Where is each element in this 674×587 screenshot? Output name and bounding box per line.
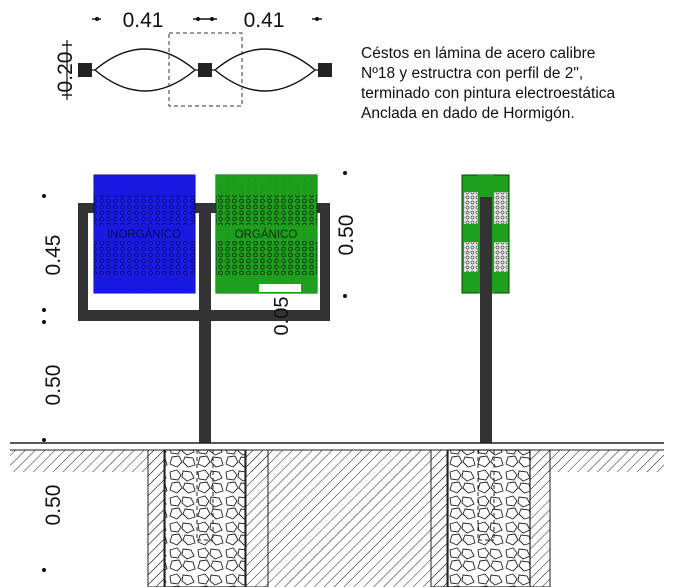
dim-top-width-right: 0.41 [244, 9, 285, 32]
frame-left-post [78, 203, 88, 321]
plan-bin-left [93, 48, 197, 92]
footing-right [447, 449, 531, 587]
bin-inorganic: INORGÁNICO [93, 174, 196, 294]
side-post [480, 197, 492, 443]
dim-bin-height-side: 0.50 [335, 215, 358, 256]
bin-inorganic-label: INORGÁNICO [107, 228, 181, 241]
frame-right-post [320, 203, 330, 321]
dim-gap-small: 0.05 [271, 297, 293, 336]
dim-footing-depth: 0.50 [42, 485, 65, 526]
note-line-4: Anclada en dado de Hormigón. [361, 105, 575, 122]
bin-organic: ORGÁNICO [215, 174, 318, 294]
plan-post-right [318, 63, 332, 77]
plan-post-center [198, 63, 212, 77]
dim-top-width-left: 0.41 [123, 9, 164, 32]
note-line-2: Nº18 y estructra con perfil de 2", [361, 65, 584, 82]
plan-view: 0.41 0.41 0.20 [54, 9, 332, 107]
front-elevation: INORGÁNICO ORGÁNICO 0.45 0.50 0.05 0.50 … [42, 171, 358, 572]
dim-bin-height: 0.45 [42, 235, 65, 276]
bin-organic-label: ORGÁNICO [235, 228, 298, 241]
plan-bin-right [213, 48, 317, 92]
note-line-3: terminado con pintura electroestática [361, 85, 616, 102]
dim-top-depth: 0.20 [54, 52, 77, 93]
frame-top-beam [78, 203, 330, 213]
frame-center-post [199, 203, 211, 443]
ground-section [10, 442, 664, 587]
note-line-1: Céstos en lámina de acero calibre [361, 45, 596, 62]
frame-bottom-beam [78, 310, 330, 321]
plan-detail-box [168, 32, 243, 107]
dim-post-height: 0.50 [42, 365, 65, 406]
side-elevation [461, 174, 510, 443]
footing-left [164, 449, 246, 587]
plan-post-left [78, 63, 92, 77]
specification-note: Céstos en lámina de acero calibre Nº18 y… [361, 44, 671, 124]
